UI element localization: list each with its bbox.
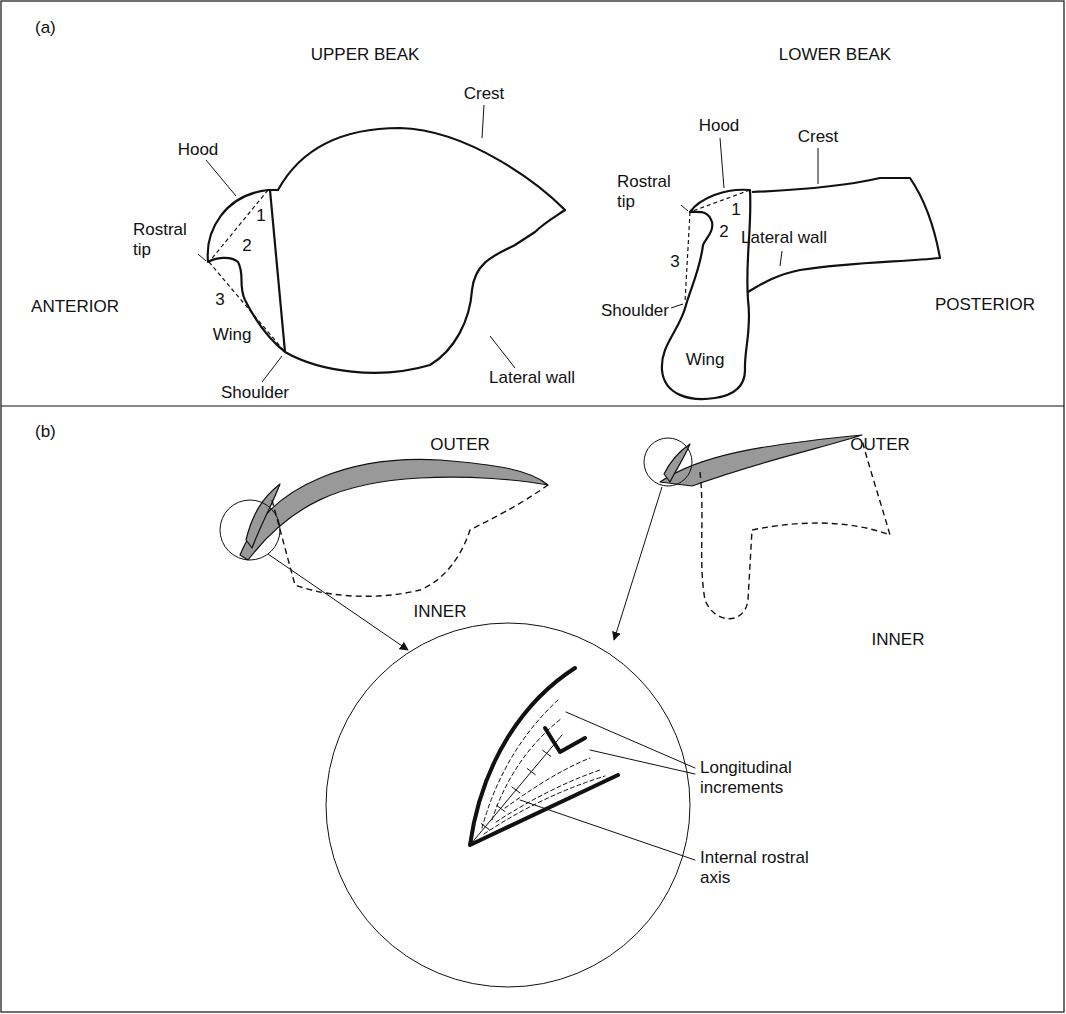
rostral-wing-line — [209, 262, 285, 352]
part-label: Hood — [699, 116, 740, 136]
panel-divider — [1, 405, 1064, 406]
part-label: Rostral tip — [133, 220, 195, 259]
internal-rostral-axis — [470, 735, 562, 845]
zoom-arrow — [614, 487, 662, 640]
leader-line — [262, 356, 282, 382]
lower-beak-hood-wing-outline — [662, 190, 751, 399]
leader-line — [720, 138, 724, 188]
axis-tick — [497, 805, 505, 811]
leader-line — [590, 750, 695, 774]
hood-length-line — [209, 190, 268, 262]
lower-beak-dashed-outline — [700, 440, 890, 619]
axis-tick — [481, 824, 489, 830]
part-label: Lateral wall — [741, 228, 827, 248]
direction-label: POSTERIOR — [935, 295, 1035, 315]
leader-line — [681, 205, 688, 211]
panel-label: (a) — [35, 18, 56, 38]
leader-line — [198, 254, 206, 261]
part-label: Wing — [213, 325, 252, 345]
part-label: Crest — [464, 84, 505, 104]
zoom-arrow — [268, 554, 408, 650]
axis-tick — [512, 787, 520, 793]
zoom-circle — [326, 623, 690, 987]
part-label: Shoulder — [601, 301, 669, 321]
surface-label: INNER — [872, 630, 925, 650]
beak-title: UPPER BEAK — [311, 45, 420, 65]
feature-label: Longitudinal increments — [700, 758, 815, 797]
rostral-wing-line — [685, 212, 690, 302]
leader-line — [780, 251, 782, 266]
rostrum-outline — [470, 668, 618, 845]
direction-label: ANTERIOR — [31, 297, 119, 317]
axis-tick — [527, 769, 535, 775]
leader-line — [482, 105, 484, 138]
part-label: Wing — [686, 350, 725, 370]
part-label: Hood — [178, 140, 219, 160]
upper-beak-dashed-outline — [272, 485, 548, 596]
surface-label: OUTER — [430, 435, 490, 455]
leader-line — [671, 304, 683, 308]
panel-label: (b) — [35, 422, 56, 442]
axis-tick — [543, 750, 551, 756]
detail-circle — [220, 500, 280, 560]
surface-label: INNER — [414, 602, 467, 622]
callout-number: 2 — [719, 222, 728, 242]
part-label: Rostral tip — [617, 172, 679, 211]
beak-title: LOWER BEAK — [779, 45, 891, 65]
callout-number: 2 — [242, 236, 251, 256]
leader-line — [818, 148, 819, 184]
surface-label: OUTER — [850, 435, 910, 455]
upper-beak-hood-section — [246, 484, 280, 548]
part-label: Lateral wall — [489, 368, 575, 388]
upper-beak-jaw-edge — [270, 190, 285, 352]
feature-label: Internal rostral axis — [700, 848, 815, 887]
callout-number: 3 — [670, 252, 679, 272]
detail-circle — [644, 438, 692, 486]
leader-line — [490, 336, 515, 368]
callout-number: 3 — [215, 290, 224, 310]
part-label: Crest — [798, 127, 839, 147]
leader-line — [206, 160, 236, 196]
part-label: Shoulder — [221, 383, 289, 403]
longitudinal-increment — [496, 770, 600, 822]
leader-line — [520, 800, 695, 860]
longitudinal-increment — [484, 776, 605, 834]
upper-beak-crest-section — [240, 459, 548, 560]
upper-beak-outline — [208, 128, 565, 373]
longitudinal-increment — [505, 758, 590, 808]
lower-beak-crest-section — [660, 435, 862, 486]
lower-beak-hood-section — [664, 444, 690, 482]
longitudinal-increment — [492, 718, 562, 820]
callout-number: 1 — [731, 200, 740, 220]
callout-number: 1 — [256, 206, 265, 226]
